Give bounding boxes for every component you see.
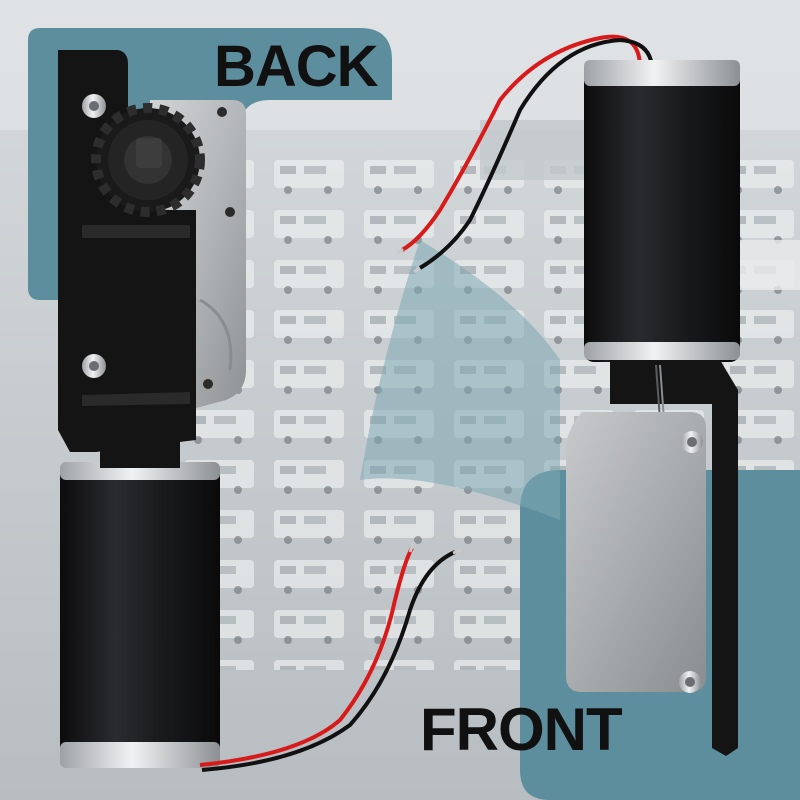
- red-wire: [400, 34, 642, 252]
- motor-end-cap: [584, 342, 740, 360]
- red-wire: [199, 546, 414, 767]
- motor-end-cap: [584, 60, 740, 86]
- back-label: BACK: [214, 34, 379, 99]
- dc-motor: [584, 62, 740, 362]
- front-view-actuator: [397, 34, 740, 756]
- drive-sprocket: [91, 103, 205, 217]
- back-view-actuator: [58, 50, 463, 772]
- black-wire: [418, 37, 654, 270]
- front-label: FRONT: [420, 696, 623, 763]
- mounting-bracket: [610, 360, 738, 756]
- mounting-bracket: [58, 50, 196, 452]
- black-wire: [201, 550, 456, 772]
- gearbox-cover-plate: [566, 412, 706, 692]
- motor-end-cap: [60, 742, 220, 768]
- dc-motor: [60, 465, 220, 765]
